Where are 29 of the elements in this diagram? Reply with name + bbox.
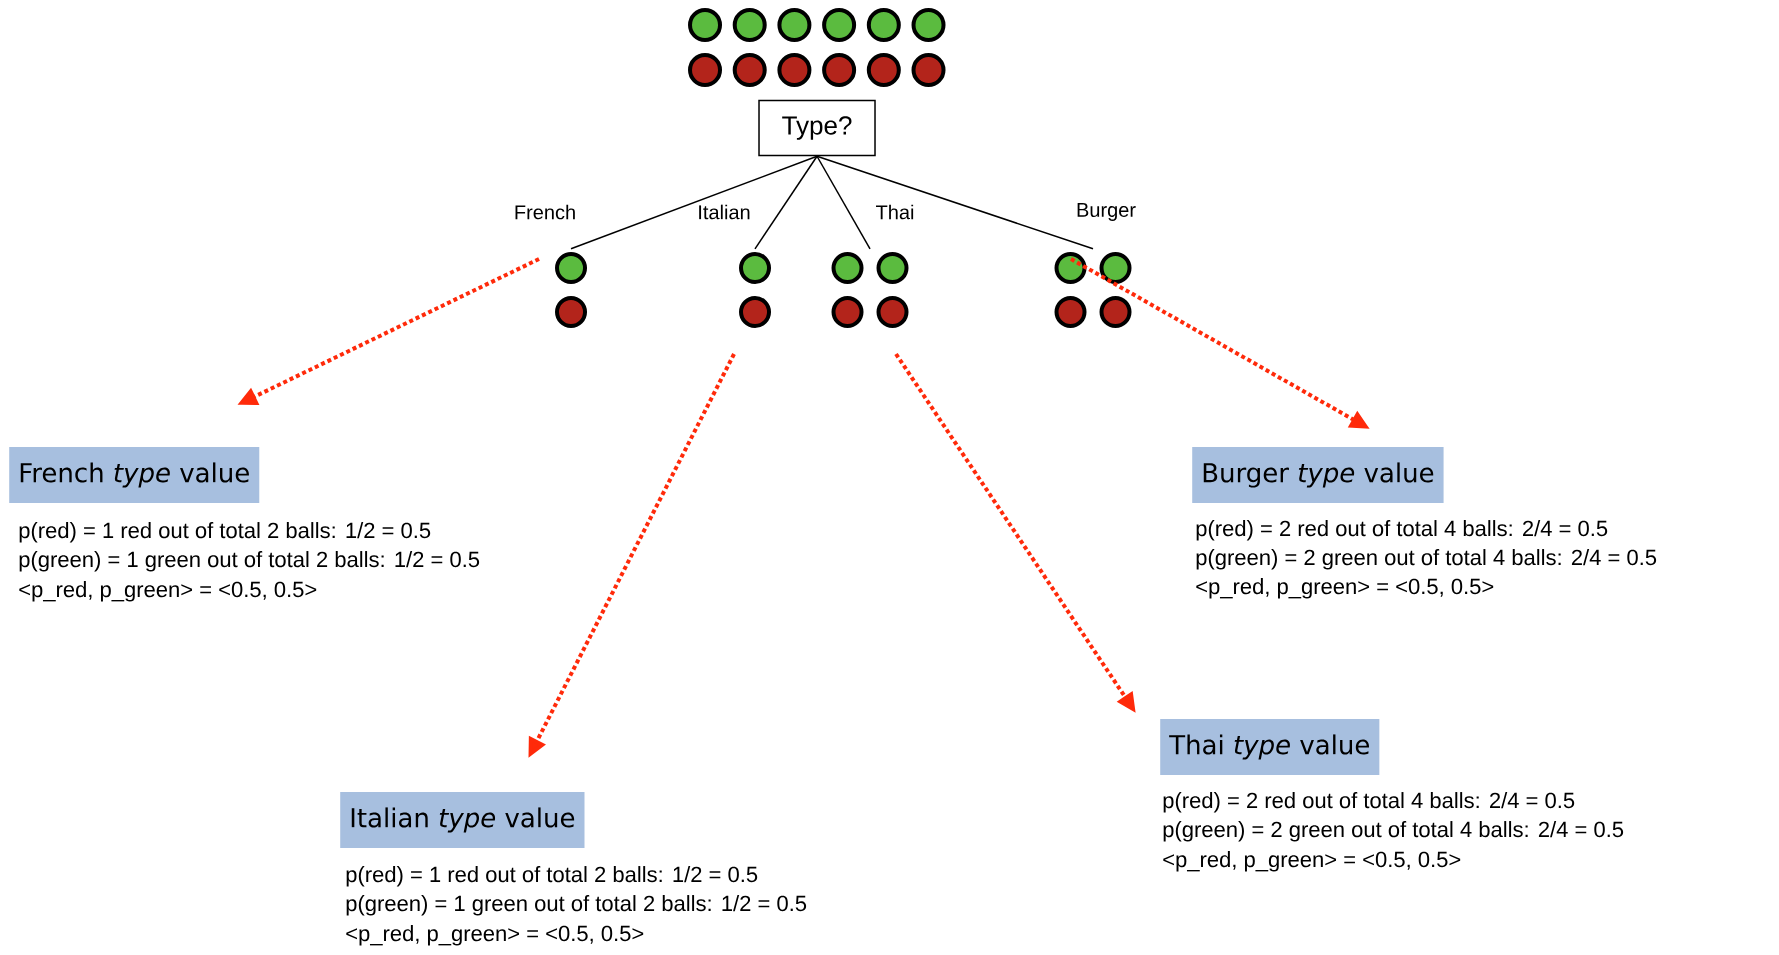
probability-line: p(green) = 1 green out of total 2 balls: 1/2 = 0.5 — [346, 895, 807, 916]
heading-box: Thai type value — [1160, 719, 1380, 775]
probability-line: <p_red, p_green> = <0.5, 0.5> — [19, 581, 317, 602]
decision-box: Type? — [758, 99, 876, 157]
probability-line: <p_red, p_green> = <0.5, 0.5> — [1163, 851, 1461, 872]
heading-box: Burger type value — [1192, 447, 1444, 503]
ball-group — [831, 252, 909, 328]
edge-label: Thai — [874, 203, 916, 221]
probability-line: p(red) = 1 red out of total 2 balls: 1/2 = 0.5 — [346, 866, 758, 887]
probability-line: <p_red, p_green> = <0.5, 0.5> — [346, 925, 644, 946]
ball-group — [555, 252, 587, 328]
edge-label: French — [512, 203, 578, 221]
ball-group — [739, 252, 771, 328]
connector-line — [816, 155, 871, 250]
probability-line: p(red) = 2 red out of total 4 balls: 2/4 = 0.5 — [1196, 520, 1608, 541]
heading-box: Italian type value — [340, 792, 585, 848]
connector-line — [816, 155, 1094, 250]
ball-group — [1054, 252, 1132, 328]
probability-line: p(red) = 1 red out of total 2 balls: 1/2 = 0.5 — [19, 522, 431, 543]
heading-box: French type value — [9, 447, 260, 503]
edge-label: Italian — [696, 203, 752, 221]
probability-line: p(green) = 1 green out of total 2 balls: 1/2 = 0.5 — [19, 551, 480, 572]
probability-line: p(green) = 2 green out of total 4 balls: 2/4 = 0.5 — [1163, 821, 1624, 842]
probability-line: p(red) = 2 red out of total 4 balls: 2/4 = 0.5 — [1163, 792, 1575, 813]
connector-line — [754, 155, 818, 250]
edge-label: Burger — [1075, 202, 1138, 222]
probability-line: p(green) = 2 green out of total 4 balls: 2/4 = 0.5 — [1196, 549, 1657, 570]
connector-line — [570, 155, 818, 250]
probability-line: <p_red, p_green> = <0.5, 0.5> — [1196, 578, 1494, 599]
